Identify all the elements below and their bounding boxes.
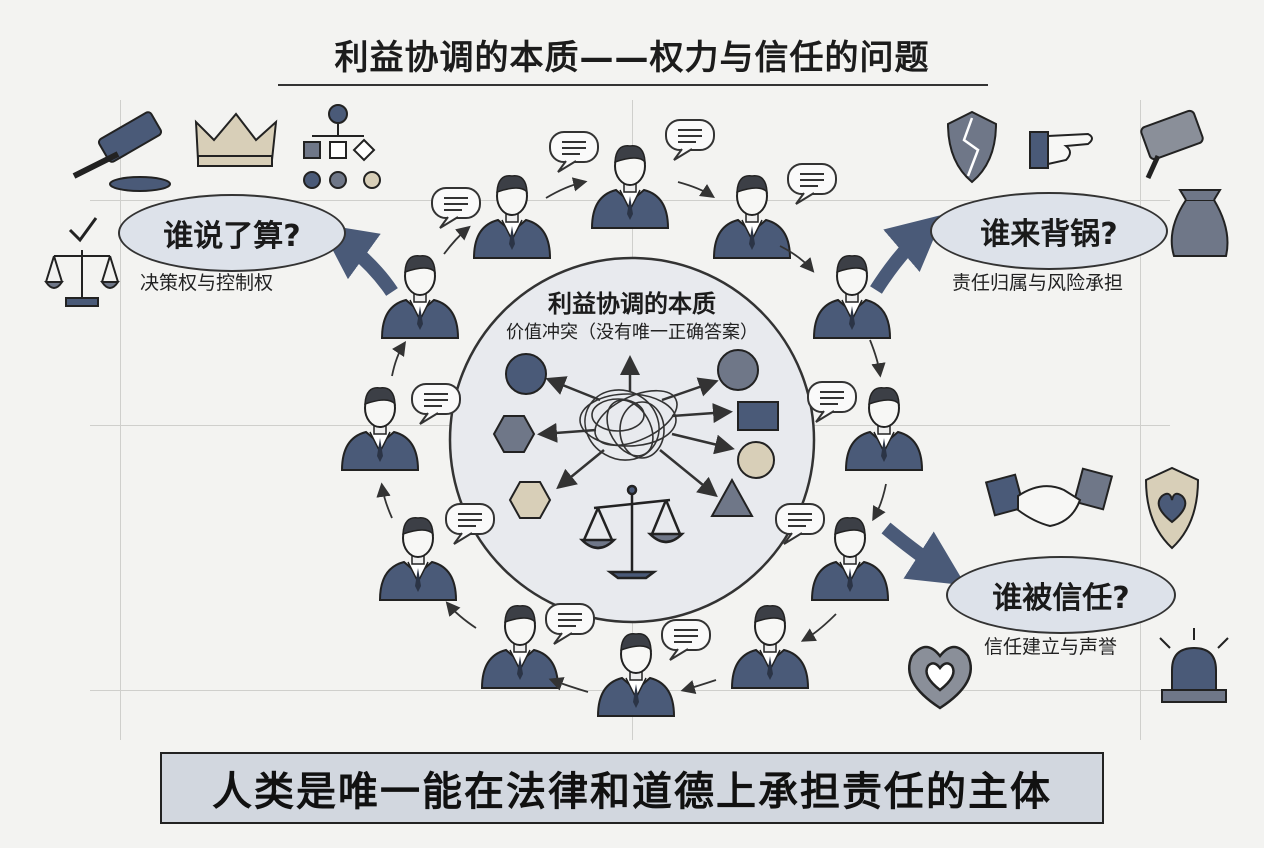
falling-hammer-icon [1140, 109, 1204, 180]
alarm-light-icon [1159, 628, 1229, 703]
center-subtitle: 价值冲突（没有唯一正确答案） [506, 322, 758, 343]
who-decides-label: 决策权与控制权 [140, 272, 274, 294]
who-blamed-question: 谁来背锅? [980, 217, 1118, 252]
page-title: 利益协调的本质——权力与信任的问题 [334, 38, 930, 78]
person-right-upper [813, 254, 891, 339]
speech-bubble [665, 119, 715, 161]
value-shapes [492, 349, 779, 519]
person-right-lower [811, 516, 889, 601]
who-trusted-question: 谁被信任? [992, 581, 1130, 616]
who-blamed-label: 责任归属与风险承担 [952, 272, 1124, 294]
person-top [591, 144, 669, 229]
arrow-to-who-decides [318, 223, 398, 296]
speech-bubble [549, 131, 599, 173]
center-circle [448, 256, 816, 624]
grid-line [120, 100, 121, 740]
handshake-icon [984, 467, 1114, 528]
person-right-mid [845, 386, 923, 471]
bottom-banner-text: 人类是唯一能在法律和道德上承担责任的主体 [212, 769, 1052, 815]
gavel-icon [72, 111, 171, 192]
person-left-upper [381, 254, 459, 339]
person-bottom-right [731, 604, 809, 689]
speech-bubble [807, 381, 857, 423]
person-top-right [713, 174, 791, 259]
heart-shield-icon [1144, 466, 1200, 550]
title-underline [278, 84, 988, 86]
center-title: 利益协调的本质 [548, 290, 716, 318]
person-top-left [473, 174, 551, 259]
person-left-lower [379, 516, 457, 601]
pointing-hand-icon [1029, 131, 1093, 169]
crown-icon [194, 112, 278, 167]
who-decides-bubble: 谁说了算? [118, 194, 346, 272]
arrow-to-who-blamed [870, 214, 944, 294]
speech-bubble [661, 619, 711, 661]
arrow-to-who-trusted [881, 522, 966, 586]
person-bottom [597, 632, 675, 717]
broken-shield-icon [946, 110, 998, 184]
who-trusted-bubble: 谁被信任? [946, 556, 1176, 634]
scales-small-icon [44, 217, 120, 307]
grid-line [1140, 100, 1141, 740]
money-bag-icon [1170, 189, 1229, 257]
scales-icon [578, 484, 686, 580]
conflict-tangle [579, 389, 678, 461]
heart-icon [907, 645, 973, 710]
conflict-arrows [537, 355, 735, 498]
who-blamed-bubble: 谁来背锅? [930, 192, 1168, 270]
speech-bubble [431, 187, 481, 229]
speech-bubble [545, 603, 595, 645]
speech-bubble [787, 163, 837, 205]
cycle-arrows [376, 177, 887, 694]
who-trusted-label: 信任建立与声誉 [984, 636, 1118, 658]
who-decides-question: 谁说了算? [163, 219, 301, 254]
person-left-mid [341, 386, 419, 471]
bottom-banner: 人类是唯一能在法律和道德上承担责任的主体 [160, 752, 1104, 824]
org-chart-icon [303, 104, 381, 189]
